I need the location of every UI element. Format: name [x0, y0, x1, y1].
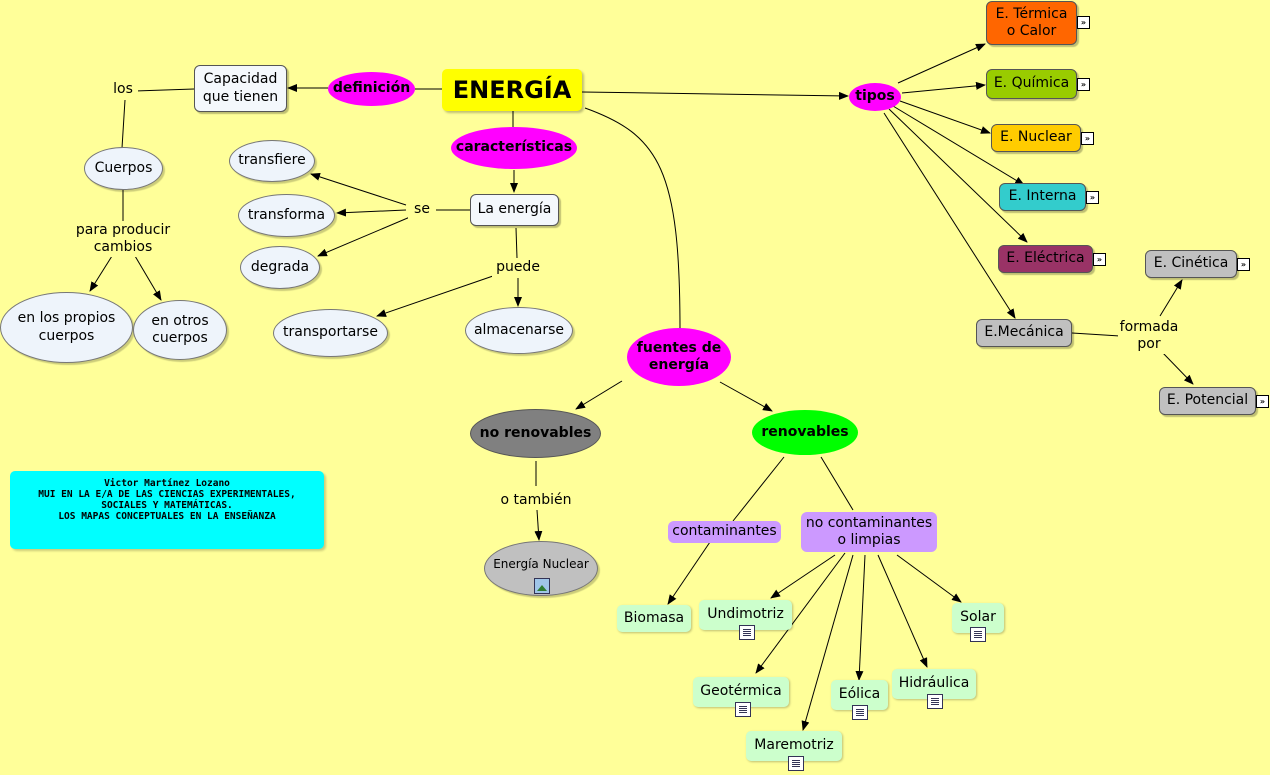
document-resource-icon[interactable] [970, 627, 986, 642]
label-se: se [408, 201, 436, 219]
node-e-potencial[interactable]: E. Potencial [1159, 387, 1256, 415]
node-transportarse[interactable]: transportarse [273, 309, 388, 357]
document-resource-icon[interactable] [739, 625, 755, 640]
node-e-mecanica[interactable]: E.Mecánica [976, 319, 1072, 347]
node-en-los-propios-cuerpos[interactable]: en los propios cuerpos [0, 292, 133, 363]
label-formada-por: formada por [1118, 318, 1180, 354]
node-no-contaminantes[interactable]: no contaminantes o limpias [801, 512, 937, 552]
credit-course: MUI EN LA E/A DE LAS CIENCIAS EXPERIMENT… [38, 489, 296, 522]
node-e-quimica[interactable]: E. Química [986, 69, 1077, 99]
image-resource-icon[interactable] [534, 578, 550, 594]
node-e-cinetica[interactable]: E. Cinética [1145, 250, 1237, 278]
node-transforma[interactable]: transforma [238, 194, 335, 237]
credit-box: Victor Martínez Lozano MUI EN LA E/A DE … [10, 471, 324, 549]
link-fuentes-de-energia[interactable]: fuentes de energía [627, 328, 731, 386]
node-la-energia[interactable]: La energía [470, 194, 559, 226]
expand-icon[interactable]: » [1077, 78, 1090, 91]
expand-icon[interactable]: » [1086, 191, 1099, 204]
node-biomasa[interactable]: Biomasa [617, 605, 691, 632]
root-node-energia[interactable]: ENERGÍA [442, 69, 582, 111]
expand-icon[interactable]: » [1093, 253, 1106, 266]
node-no-renovables[interactable]: no renovables [470, 409, 601, 458]
node-eolica[interactable]: Eólica [831, 680, 888, 710]
node-renovables[interactable]: renovables [752, 410, 858, 455]
link-tipos[interactable]: tipos [849, 83, 901, 111]
label-los: los [108, 81, 138, 99]
node-e-nuclear[interactable]: E. Nuclear [991, 124, 1081, 152]
node-e-termica[interactable]: E. Térmica o Calor [986, 1, 1077, 45]
expand-icon[interactable]: » [1081, 132, 1094, 145]
label-para-producir-cambios: para producir cambios [70, 221, 176, 257]
node-e-interna[interactable]: E. Interna [999, 183, 1086, 211]
node-geotermica[interactable]: Geotérmica [693, 677, 789, 707]
node-en-otros-cuerpos[interactable]: en otros cuerpos [133, 300, 227, 360]
node-transfiere[interactable]: transfiere [229, 140, 315, 182]
label-o-tambien: o también [497, 491, 575, 510]
node-degrada[interactable]: degrada [240, 246, 320, 289]
node-cuerpos[interactable]: Cuerpos [84, 147, 163, 190]
label-puede: puede [492, 258, 544, 277]
document-resource-icon[interactable] [735, 702, 751, 717]
credit-author: Victor Martínez Lozano [104, 478, 230, 489]
document-resource-icon[interactable] [927, 694, 943, 709]
node-capacidad[interactable]: Capacidad que tienen [194, 65, 287, 112]
node-contaminantes[interactable]: contaminantes [668, 521, 781, 543]
document-resource-icon[interactable] [788, 756, 804, 771]
document-resource-icon[interactable] [852, 705, 868, 720]
link-definicion[interactable]: definición [328, 72, 415, 106]
link-caracteristicas[interactable]: características [451, 127, 577, 169]
node-e-electrica[interactable]: E. Eléctrica [998, 245, 1093, 273]
expand-icon[interactable]: » [1077, 16, 1090, 29]
expand-icon[interactable]: » [1237, 258, 1250, 271]
node-almacenarse[interactable]: almacenarse [465, 307, 573, 354]
expand-icon[interactable]: » [1256, 395, 1269, 408]
